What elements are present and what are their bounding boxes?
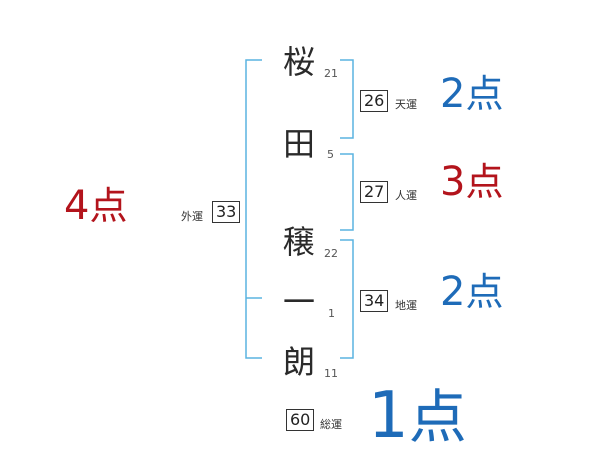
gai-value-box: 33 — [212, 201, 241, 223]
name-char-3: 穣 — [282, 223, 315, 261]
so-score-unit: 点 — [408, 383, 467, 451]
jin-bracket — [340, 153, 354, 231]
stroke-count-5: 11 — [324, 367, 338, 380]
jin-score: 3点 — [440, 162, 503, 202]
so-score-number: 1 — [368, 379, 409, 453]
so-score: 1点 — [368, 384, 467, 448]
chi-score-unit: 点 — [465, 270, 504, 314]
ten-score-unit: 点 — [465, 72, 504, 116]
so-value-box: 60 — [286, 409, 315, 431]
gai-score: 4点 — [64, 186, 127, 226]
ten-score-number: 2 — [440, 71, 466, 117]
jin-score-unit: 点 — [465, 160, 504, 204]
so-label: 総運 — [320, 418, 342, 431]
stroke-count-3: 22 — [324, 247, 338, 260]
chi-value-box: 34 — [360, 290, 389, 312]
ten-label: 天運 — [395, 98, 417, 111]
chi-score-number: 2 — [440, 269, 466, 315]
name-char-4: 一 — [282, 283, 315, 321]
gai-score-unit: 点 — [89, 184, 128, 228]
ten-score: 2点 — [440, 74, 503, 114]
jin-value-box: 27 — [360, 181, 389, 203]
jin-label: 人運 — [395, 189, 417, 202]
chi-bracket — [340, 239, 354, 359]
jin-score-number: 3 — [440, 159, 466, 205]
gai-score-number: 4 — [64, 183, 90, 229]
name-char-2: 田 — [282, 125, 315, 163]
ten-value-box: 26 — [360, 90, 389, 112]
stroke-count-4: 1 — [328, 307, 335, 320]
chi-score: 2点 — [440, 272, 503, 312]
gai-label: 外運 — [181, 210, 203, 223]
name-char-5: 朗 — [282, 343, 315, 381]
ten-bracket — [340, 59, 354, 139]
outer-bracket — [245, 59, 262, 359]
chi-label: 地運 — [395, 299, 417, 312]
stroke-count-2: 5 — [327, 148, 334, 161]
stroke-count-1: 21 — [324, 67, 338, 80]
name-char-1: 桜 — [282, 43, 315, 81]
